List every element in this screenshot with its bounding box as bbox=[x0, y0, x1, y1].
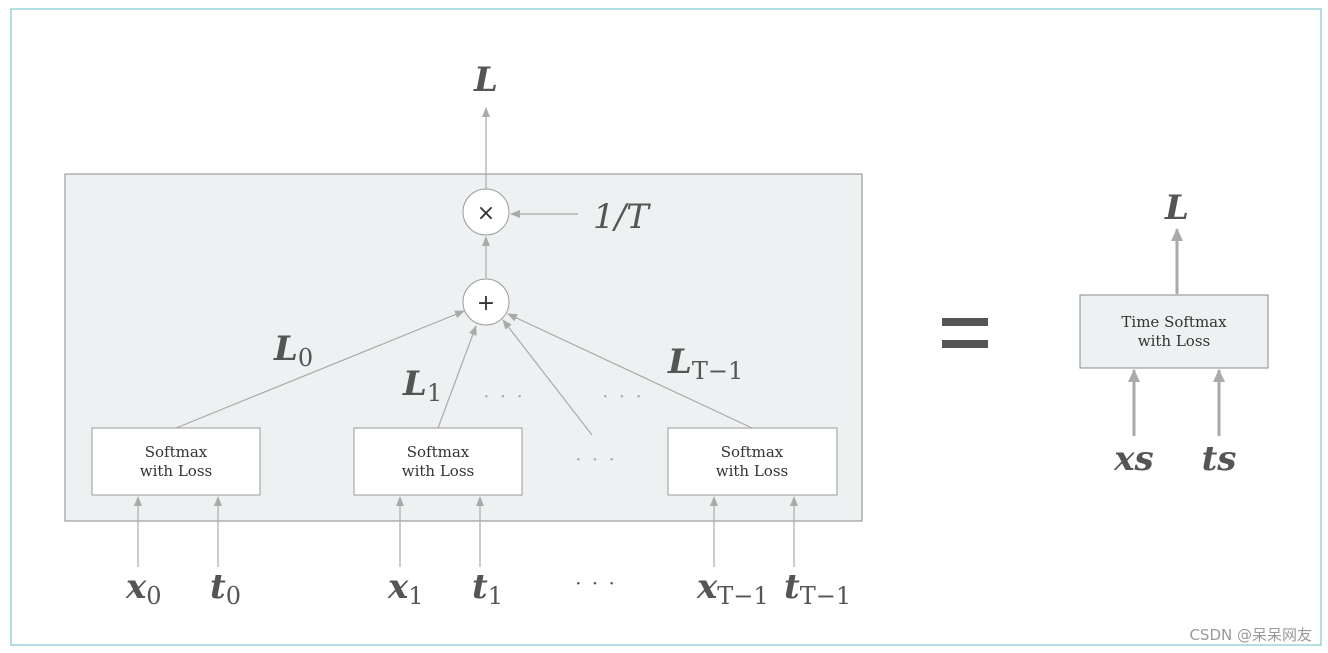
ellipsis-middle: · · · bbox=[575, 447, 617, 471]
scale-label: 1/T bbox=[593, 197, 651, 237]
input-xT-1: xT−1 bbox=[696, 567, 769, 610]
loss-label-1: L1 bbox=[402, 364, 442, 407]
loss-label-0: L0 bbox=[273, 329, 313, 372]
right-input-xs: xs bbox=[1113, 439, 1153, 479]
input-t1: t1 bbox=[472, 567, 503, 610]
softmax-block-0-line2: with Loss bbox=[140, 462, 212, 480]
arrow-LT1-to-add bbox=[507, 313, 753, 429]
input-x1: x1 bbox=[387, 567, 424, 610]
input-x0: x0 bbox=[125, 567, 162, 610]
softmax-block-0 bbox=[91, 427, 261, 496]
input-tT-1: tT−1 bbox=[784, 567, 851, 610]
ellipsis-upper-right: · · · bbox=[602, 384, 644, 408]
equals-sign-bottom bbox=[942, 340, 988, 348]
softmax-block-T-1-line2: with Loss bbox=[716, 462, 788, 480]
right-input-ts: ts bbox=[1202, 439, 1237, 479]
ellipsis-inputs: · · · bbox=[575, 571, 617, 595]
softmax-block-T-1 bbox=[667, 427, 838, 496]
time-softmax-block bbox=[1079, 294, 1269, 369]
arrow-L1-to-add bbox=[437, 325, 477, 429]
equals-sign-top bbox=[942, 318, 988, 326]
time-softmax-block-line2: with Loss bbox=[1138, 332, 1210, 350]
watermark: CSDN @呆呆网友 bbox=[1189, 626, 1312, 644]
multiply-symbol: × bbox=[477, 201, 495, 226]
softmax-block-T-1-line1: Softmax bbox=[721, 443, 784, 461]
arrow-L0-to-add bbox=[175, 310, 465, 429]
loss-label-T-1: LT−1 bbox=[667, 342, 743, 385]
arrow-middle-to-add bbox=[502, 319, 593, 436]
add-node bbox=[462, 278, 510, 326]
multiply-node bbox=[462, 188, 510, 236]
right-output-label-L: L bbox=[1164, 188, 1189, 228]
time-softmax-block-line1: Time Softmax bbox=[1121, 313, 1227, 331]
softmax-block-1 bbox=[353, 427, 523, 496]
softmax-block-1-line1: Softmax bbox=[407, 443, 470, 461]
softmax-block-0-line1: Softmax bbox=[145, 443, 208, 461]
add-symbol: + bbox=[477, 291, 495, 316]
ellipsis-upper-left: · · · bbox=[483, 384, 525, 408]
output-label-L: L bbox=[473, 60, 498, 100]
input-t0: t0 bbox=[210, 567, 241, 610]
softmax-block-1-line2: with Loss bbox=[402, 462, 474, 480]
outer-frame bbox=[10, 8, 1322, 646]
